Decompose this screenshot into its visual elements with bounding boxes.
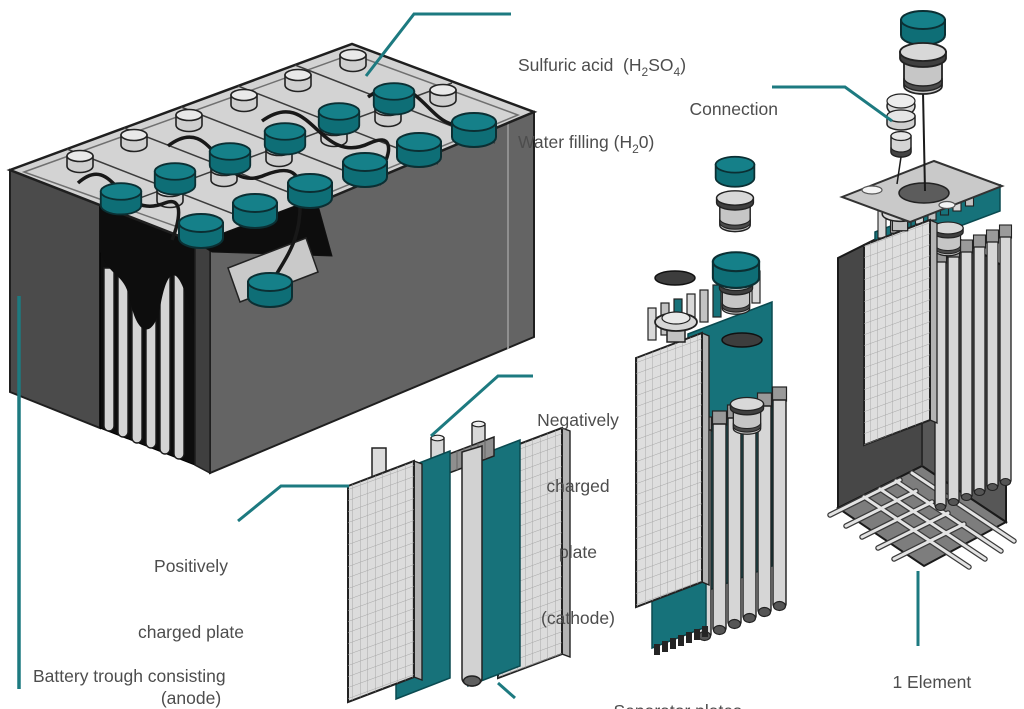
label-separator-plates: Separator plates <box>594 678 741 709</box>
cell-element-illustration <box>635 155 788 655</box>
element-plate-stack <box>863 177 1013 512</box>
label-water-filling: Water filling (H20) <box>518 132 655 156</box>
callout-line-sulfuric <box>364 12 511 77</box>
callout-line-anode <box>237 484 349 523</box>
bottom-grid-lattice <box>827 470 1017 570</box>
terminal-post <box>729 396 765 435</box>
anode-plate <box>347 447 423 704</box>
label-battery-trough: Battery trough consisting of 12 cells wi… <box>33 666 226 686</box>
cutaway-plates <box>103 267 185 460</box>
battery-trough-illustration <box>6 42 538 475</box>
callout-line-connection <box>772 85 893 123</box>
label-anode: Positively charged plate (anode) <box>137 556 245 708</box>
callout-lines <box>17 12 920 700</box>
label-cathode: Negatively charged plate (cathode) <box>537 410 619 628</box>
label-connection: Connection <box>689 99 778 119</box>
plate-group-illustration <box>347 420 571 704</box>
label-electrolyte: Sulfuric acid (H2SO4) Water filling (H20… <box>518 3 686 207</box>
callout-line-cathode <box>429 374 533 438</box>
element-feet <box>654 626 708 655</box>
label-one-element: 1 Element <box>892 672 972 692</box>
label-sulfuric-acid: Sulfuric acid (H2SO4) <box>518 55 687 79</box>
exploded-vent-parts <box>654 155 763 348</box>
electrolyte-curtain <box>100 204 195 330</box>
element-box-illustration <box>827 10 1017 570</box>
connection-parts-illustration <box>839 10 1005 224</box>
callout-line-separator <box>497 681 516 700</box>
